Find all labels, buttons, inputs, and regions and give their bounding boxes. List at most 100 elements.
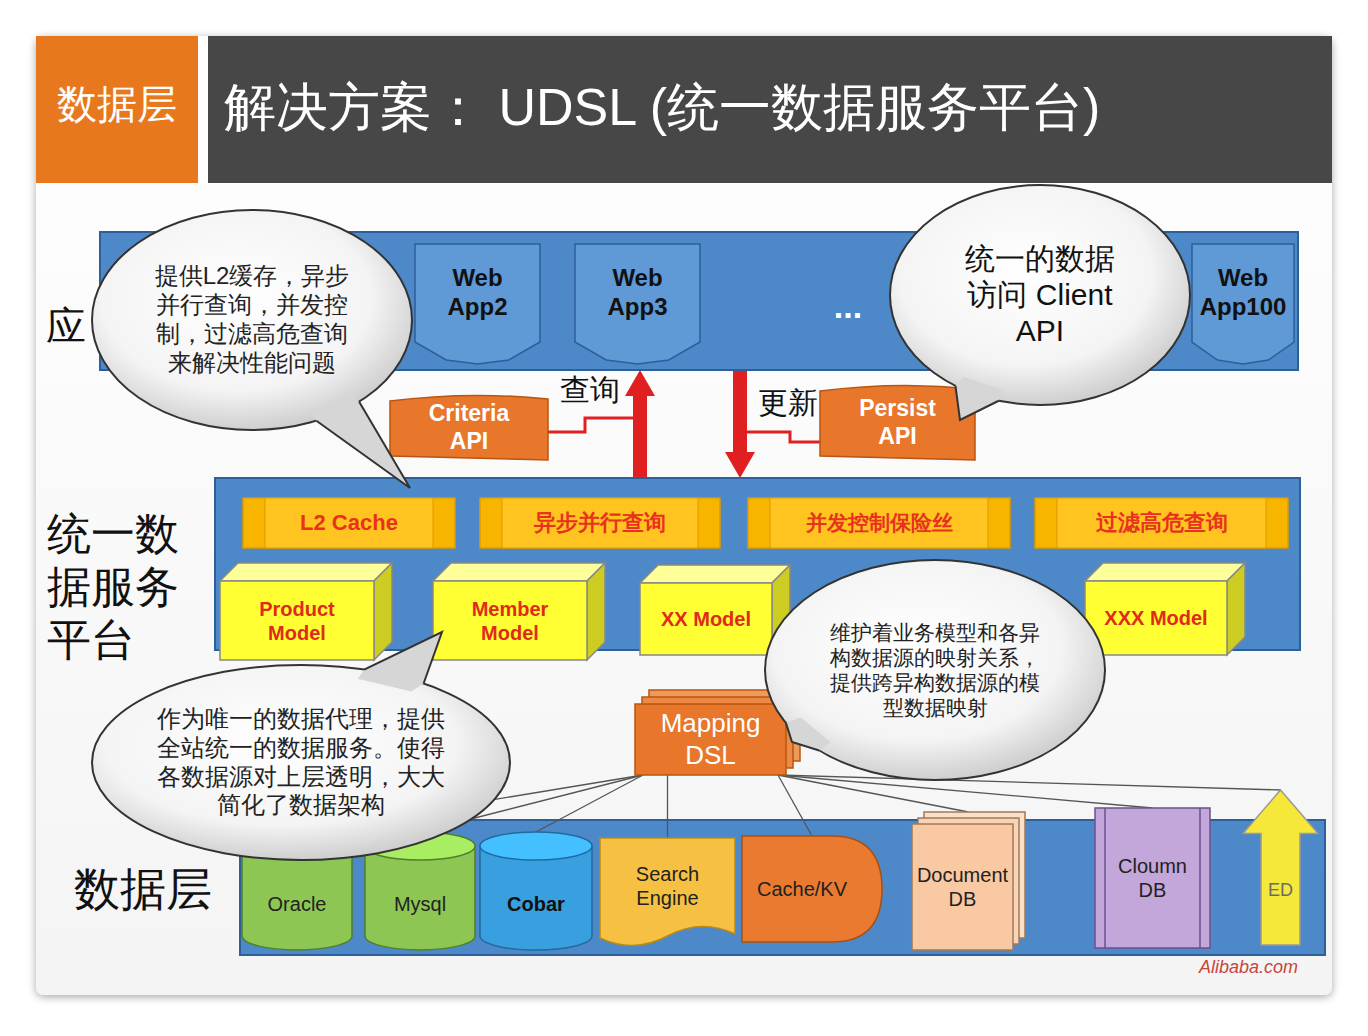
tab-shape	[1192, 244, 1294, 364]
node-text: 作为唯一的数据代理，提供全站统一的数据服务。使得各数据源对上层透明，大大简化了数…	[151, 705, 451, 820]
column-outline	[1095, 808, 1210, 948]
cube-top	[220, 563, 392, 581]
search-shape: Search Engine	[600, 838, 735, 948]
node-text: XX Model	[661, 607, 751, 631]
flow-arrow	[633, 396, 647, 478]
cube-front	[1085, 581, 1227, 655]
watermark: Alibaba.com	[1118, 957, 1298, 979]
cube-side	[587, 563, 605, 660]
node-text: 异步并行查询	[534, 510, 666, 536]
api-shape	[820, 385, 975, 460]
tab-shape	[575, 244, 700, 364]
node-text: Search Engine	[613, 862, 723, 910]
shape-svg	[765, 560, 1105, 780]
callout-bubble: 提供L2缓存，异步并行查询，并发控制，过滤高危查询来解决性能问题	[92, 210, 412, 430]
strip-outer	[1035, 498, 1288, 548]
node-text: Cloumn DB	[1113, 854, 1193, 902]
callout-tail	[786, 718, 831, 751]
layer-label: 数据层	[74, 862, 234, 917]
node-text: 过滤高危查询	[1096, 510, 1228, 536]
flow-arrow	[733, 370, 747, 452]
node-text: Web App3	[598, 264, 678, 322]
layer-label: 统一数据服务平台	[47, 508, 197, 666]
arrow-shape	[1243, 790, 1318, 945]
node-text: Document DB	[915, 863, 1010, 911]
node-text: ED	[1268, 880, 1293, 902]
cylinder-body	[365, 846, 475, 950]
layer-band: 统一数据服务平台L2 Cache异步并行查询并发控制保险丝过滤高危查询Produ…	[215, 478, 1300, 650]
page-front	[912, 824, 1013, 950]
mapping-line	[536, 775, 643, 832]
model-cube: Product Model	[220, 563, 392, 660]
section-tag-text: 数据层	[36, 80, 198, 128]
app-box: Web App100	[1192, 244, 1294, 364]
cube-side	[1227, 563, 1245, 655]
layer-label: 应	[46, 302, 96, 350]
callout-bubble: 作为唯一的数据代理，提供全站统一的数据服务。使得各数据源对上层透明，大大简化了数…	[92, 665, 510, 860]
api-box: Persist API	[820, 385, 975, 460]
node-text: L2 Cache	[300, 510, 398, 536]
edge-label: 查询	[560, 372, 620, 408]
cube-top	[640, 565, 790, 583]
callout-bubble: 维护着业务模型和各异构数据源的映射关系，提供跨异构数据源的模型数据映射	[765, 560, 1105, 780]
node-text: Persist API	[838, 395, 958, 450]
cube-front	[433, 581, 587, 660]
db-cylinder: Cobar	[480, 832, 592, 950]
up-arrow: ED	[1243, 790, 1318, 945]
node-text: Mysql	[394, 892, 446, 916]
callout-ellipse	[890, 185, 1190, 405]
strip-inner	[1057, 498, 1266, 548]
callout-ellipse	[92, 665, 510, 860]
feature-strip: L2 Cache	[243, 498, 455, 548]
mapping-line	[778, 775, 812, 836]
delay-shape	[742, 836, 882, 942]
section-tag	[36, 36, 198, 183]
node-text: Web App2	[438, 264, 518, 322]
strip-inner	[502, 498, 698, 548]
cube-top	[1085, 563, 1245, 581]
wave-shape	[600, 838, 735, 946]
shape-svg	[1095, 808, 1210, 948]
model-cube: XXX Model	[1085, 563, 1245, 655]
feature-strip: 并发控制保险丝	[748, 498, 1010, 548]
column-line	[1199, 808, 1201, 948]
cube-front	[220, 581, 374, 660]
persist-leader	[746, 432, 820, 442]
node-text: Cache/KV	[757, 877, 847, 901]
node-text: Mapping DSL	[648, 708, 773, 770]
strip-inner	[770, 498, 988, 548]
callout-tail-edge	[364, 632, 442, 684]
shape-svg	[480, 832, 592, 950]
node-text: Member Model	[455, 597, 565, 645]
api-box: Criteria API	[390, 395, 548, 460]
model-cube: XX Model	[640, 565, 790, 655]
callout-tail	[955, 377, 1002, 420]
shape-svg	[1243, 790, 1318, 945]
slide-card	[36, 36, 1332, 995]
app-box: Web App3	[575, 244, 700, 364]
callout-tail-edge	[955, 386, 998, 420]
app-box: Web App2	[415, 244, 540, 364]
node-text: Cobar	[507, 892, 565, 916]
callout-tail-edge	[786, 723, 819, 751]
callout-ellipse	[92, 210, 412, 430]
callout-tail	[358, 632, 442, 691]
callout-ellipse	[765, 560, 1105, 780]
feature-strip: 过滤高危查询	[1035, 498, 1288, 548]
node-text: Oracle	[268, 892, 327, 916]
node-text: XXX Model	[1104, 606, 1207, 630]
tab-shape	[415, 244, 540, 364]
cube-front	[640, 583, 772, 655]
strip-outer	[480, 498, 720, 548]
slide-title: 解决方案： UDSL (统一数据服务平台)	[224, 76, 1100, 138]
api-shape	[390, 395, 548, 460]
strip-inner	[265, 498, 433, 548]
cube-top	[433, 563, 605, 581]
node-text: 统一的数据访问 Client API	[955, 241, 1125, 349]
callout-bubble: 统一的数据访问 Client API	[890, 185, 1190, 405]
node-text: 并发控制保险丝	[806, 510, 953, 535]
edge-label: 更新	[758, 385, 818, 421]
cylinder-body	[480, 846, 592, 950]
